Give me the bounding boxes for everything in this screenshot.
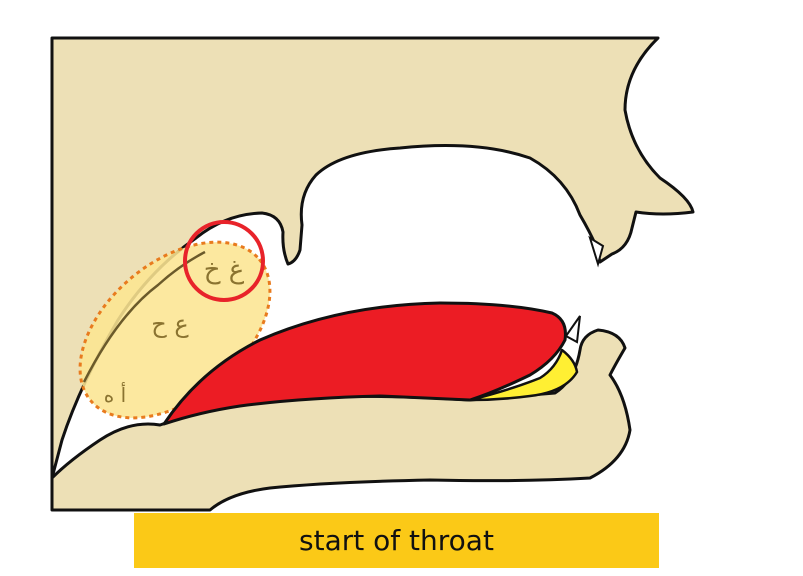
upper-incisor [588, 235, 605, 268]
label-gh-kh: غ خ [204, 255, 245, 285]
lower-incisor [564, 315, 581, 344]
upper-head-skin [50, 36, 695, 480]
lower-teeth [468, 348, 579, 402]
label-hamza-ha: أ ه [104, 382, 126, 407]
label-ain-ha: ع ح [151, 310, 189, 338]
highlight-circle [183, 220, 265, 302]
tongue [162, 301, 567, 426]
caption-text: start of throat [299, 524, 494, 557]
caption-bar-background [134, 513, 659, 568]
